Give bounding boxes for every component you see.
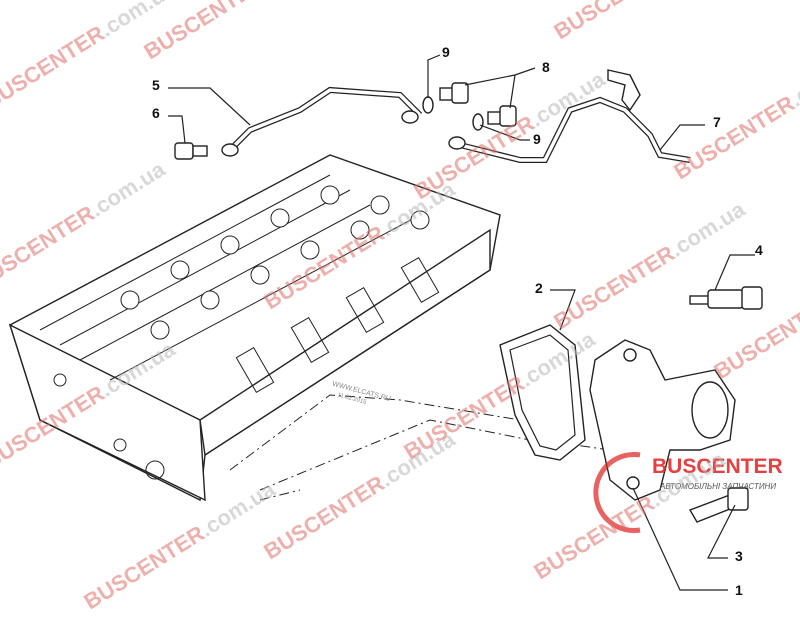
logo-brand: BUSCENTER: [652, 455, 783, 478]
watermark-text: BUSCENTER.com.ua: [79, 476, 280, 614]
pipe: [221, 86, 423, 157]
callout-8: 8: [542, 59, 550, 75]
washer-9: [422, 96, 484, 131]
callout-5: 5: [152, 77, 160, 93]
callout-3: 3: [735, 548, 743, 564]
banjo-bolt-8b: [487, 105, 517, 127]
thermostat-housing: [589, 339, 736, 501]
leader-lines: [168, 54, 755, 591]
logo-subtitle: АВТОМОБІЛЬНІ ЗАПЧАСТИНИ: [659, 482, 776, 491]
watermark-text: BUSCENTER.com.ua: [709, 246, 800, 384]
banjo-bolt-8a: [439, 82, 469, 104]
callout-2: 2: [535, 280, 543, 296]
callout-9: 9: [533, 131, 541, 147]
watermark-text: BUSCENTER.com.ua: [549, 196, 750, 334]
assembly-line: [229, 394, 611, 501]
callout-4: 4: [755, 242, 763, 258]
watermark-text: BUSCENTER.com.ua: [669, 46, 800, 184]
callout-7: 7: [713, 114, 721, 130]
watermark-text: BUSCENTER.com.ua: [549, 0, 750, 44]
pipe: [448, 69, 691, 163]
bolt: [688, 487, 749, 523]
gasket: [499, 324, 586, 461]
buscenter-logo: BUSCENTER АВТОМОБІЛЬНІ ЗАПЧАСТИНИ: [593, 452, 783, 533]
callout-1: 1: [735, 582, 743, 598]
callout-6: 6: [152, 105, 160, 121]
temperature-sensor: [689, 286, 763, 310]
banjo-bolt-6: [174, 142, 208, 160]
callout-9: 9: [442, 44, 450, 60]
cylinder-head: [8, 154, 501, 502]
source-stamp: WWW.ELCATS.RU 11.02.2015: [331, 381, 391, 406]
watermark-text: BUSCENTER.com.ua: [139, 0, 340, 64]
